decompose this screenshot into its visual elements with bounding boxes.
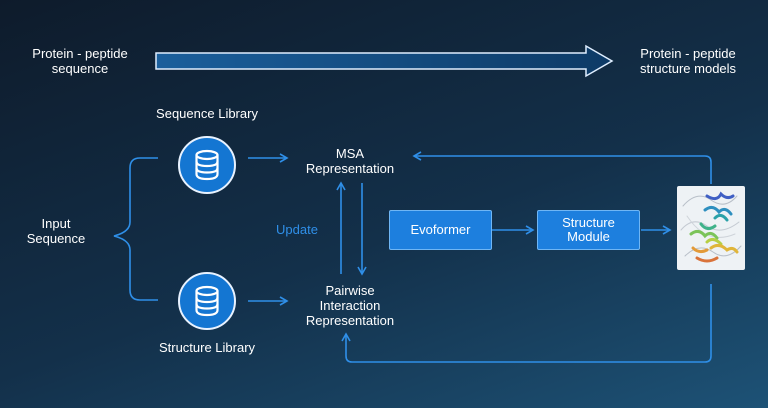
structure-module-line2: Module — [567, 229, 610, 244]
input-header-line2: sequence — [51, 61, 109, 76]
msa-representation-label: MSA Representation — [288, 146, 412, 176]
sequence-library-label: Sequence Library — [156, 106, 258, 121]
input-sequence-line2: Sequence — [26, 231, 86, 246]
input-sequence-header: Protein - peptide sequence — [18, 46, 142, 76]
database-icon — [195, 149, 219, 181]
msa-line2: Representation — [305, 161, 395, 176]
structure-library-label: Structure Library — [158, 340, 256, 355]
output-header-line2: structure models — [639, 61, 737, 76]
sequence-library-node — [178, 136, 236, 194]
structure-library-node — [178, 272, 236, 330]
pair-line2: Interaction — [319, 298, 381, 313]
input-sequence-label: Input Sequence — [14, 216, 98, 246]
pairwise-representation-label: Pairwise Interaction Representation — [288, 283, 412, 328]
structure-module-block: Structure Module — [537, 210, 640, 250]
structure-module-line1: Structure — [562, 215, 615, 230]
protein-structure-image — [677, 186, 745, 270]
evoformer-label: Evoformer — [410, 222, 471, 237]
pair-line1: Pairwise — [325, 283, 375, 298]
output-models-header: Protein - peptide structure models — [626, 46, 750, 76]
evoformer-block: Evoformer — [389, 210, 492, 250]
pipeline-arrow — [155, 44, 614, 78]
input-header-line1: Protein - peptide — [32, 46, 128, 61]
database-icon — [195, 285, 219, 317]
recycle-bottom-arrow — [341, 284, 712, 363]
update-label: Update — [276, 222, 318, 237]
protein-ribbon-graphic — [680, 191, 742, 263]
pair-line3: Representation — [305, 313, 395, 328]
msa-line1: MSA — [335, 146, 365, 161]
output-header-line1: Protein - peptide — [640, 46, 736, 61]
input-brace — [113, 157, 158, 301]
input-sequence-line1: Input — [41, 216, 71, 231]
recycle-top-arrow — [412, 151, 712, 184]
